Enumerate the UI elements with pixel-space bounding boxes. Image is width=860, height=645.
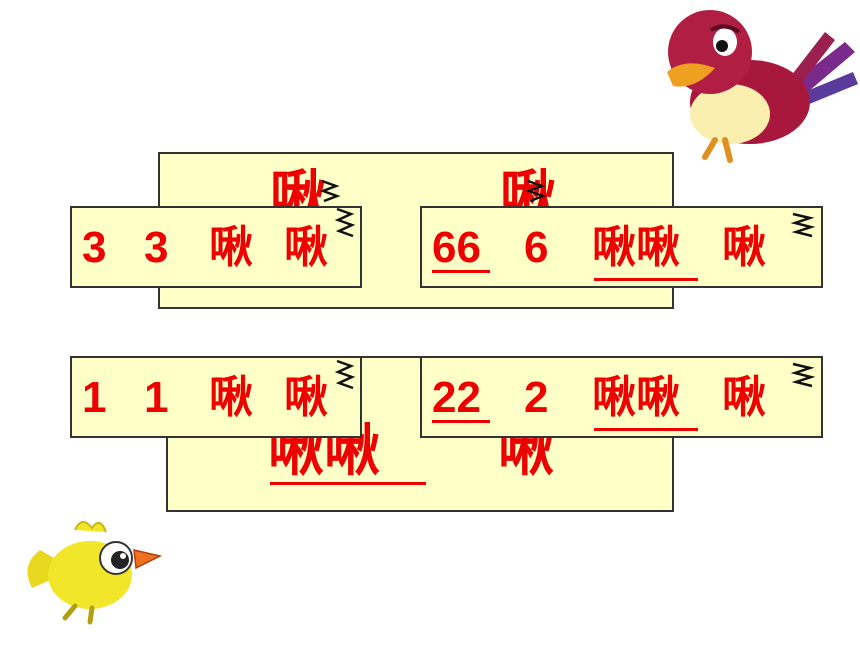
sound-wave-icon	[319, 179, 341, 203]
yellow-bird-icon	[27, 521, 163, 625]
card-sound-2: 啾	[284, 222, 328, 273]
card-sound-underline	[594, 278, 698, 281]
sound-wave-icon	[790, 362, 816, 388]
card-sound-2: 啾	[284, 372, 328, 423]
card-66: 66 6 啾啾 啾	[420, 206, 823, 288]
card-sound-underline	[594, 428, 698, 431]
card-sound-1: 啾啾	[592, 222, 680, 273]
sound-wave-icon	[334, 207, 356, 238]
card-number-2: 1	[144, 373, 169, 422]
card-number-2: 2	[524, 373, 549, 422]
bottom-box-underline	[270, 482, 426, 485]
card-sound-1: 啾	[209, 372, 253, 423]
card-number-2: 3	[144, 223, 169, 272]
card-number-1: 22	[432, 373, 481, 422]
card-sound-1: 啾	[209, 222, 253, 273]
card-sound-2: 啾	[722, 372, 766, 423]
card-number-underline	[432, 420, 490, 423]
card-sound-2: 啾	[722, 222, 766, 273]
card-1: 1 1 啾 啾	[70, 356, 362, 438]
sound-wave-icon	[790, 212, 816, 238]
sound-wave-icon	[525, 179, 547, 203]
card-22: 22 2 啾啾 啾	[420, 356, 823, 438]
card-number-1: 1	[82, 373, 107, 422]
red-bird-icon	[667, 10, 858, 163]
card-number-underline	[432, 270, 490, 273]
card-sound-1: 啾啾	[592, 372, 680, 423]
card-number-2: 6	[524, 223, 549, 272]
card-number-1: 66	[432, 223, 481, 272]
card-number-1: 3	[82, 223, 107, 272]
sound-wave-icon	[334, 359, 356, 390]
card-3: 3 3 啾 啾	[70, 206, 362, 288]
